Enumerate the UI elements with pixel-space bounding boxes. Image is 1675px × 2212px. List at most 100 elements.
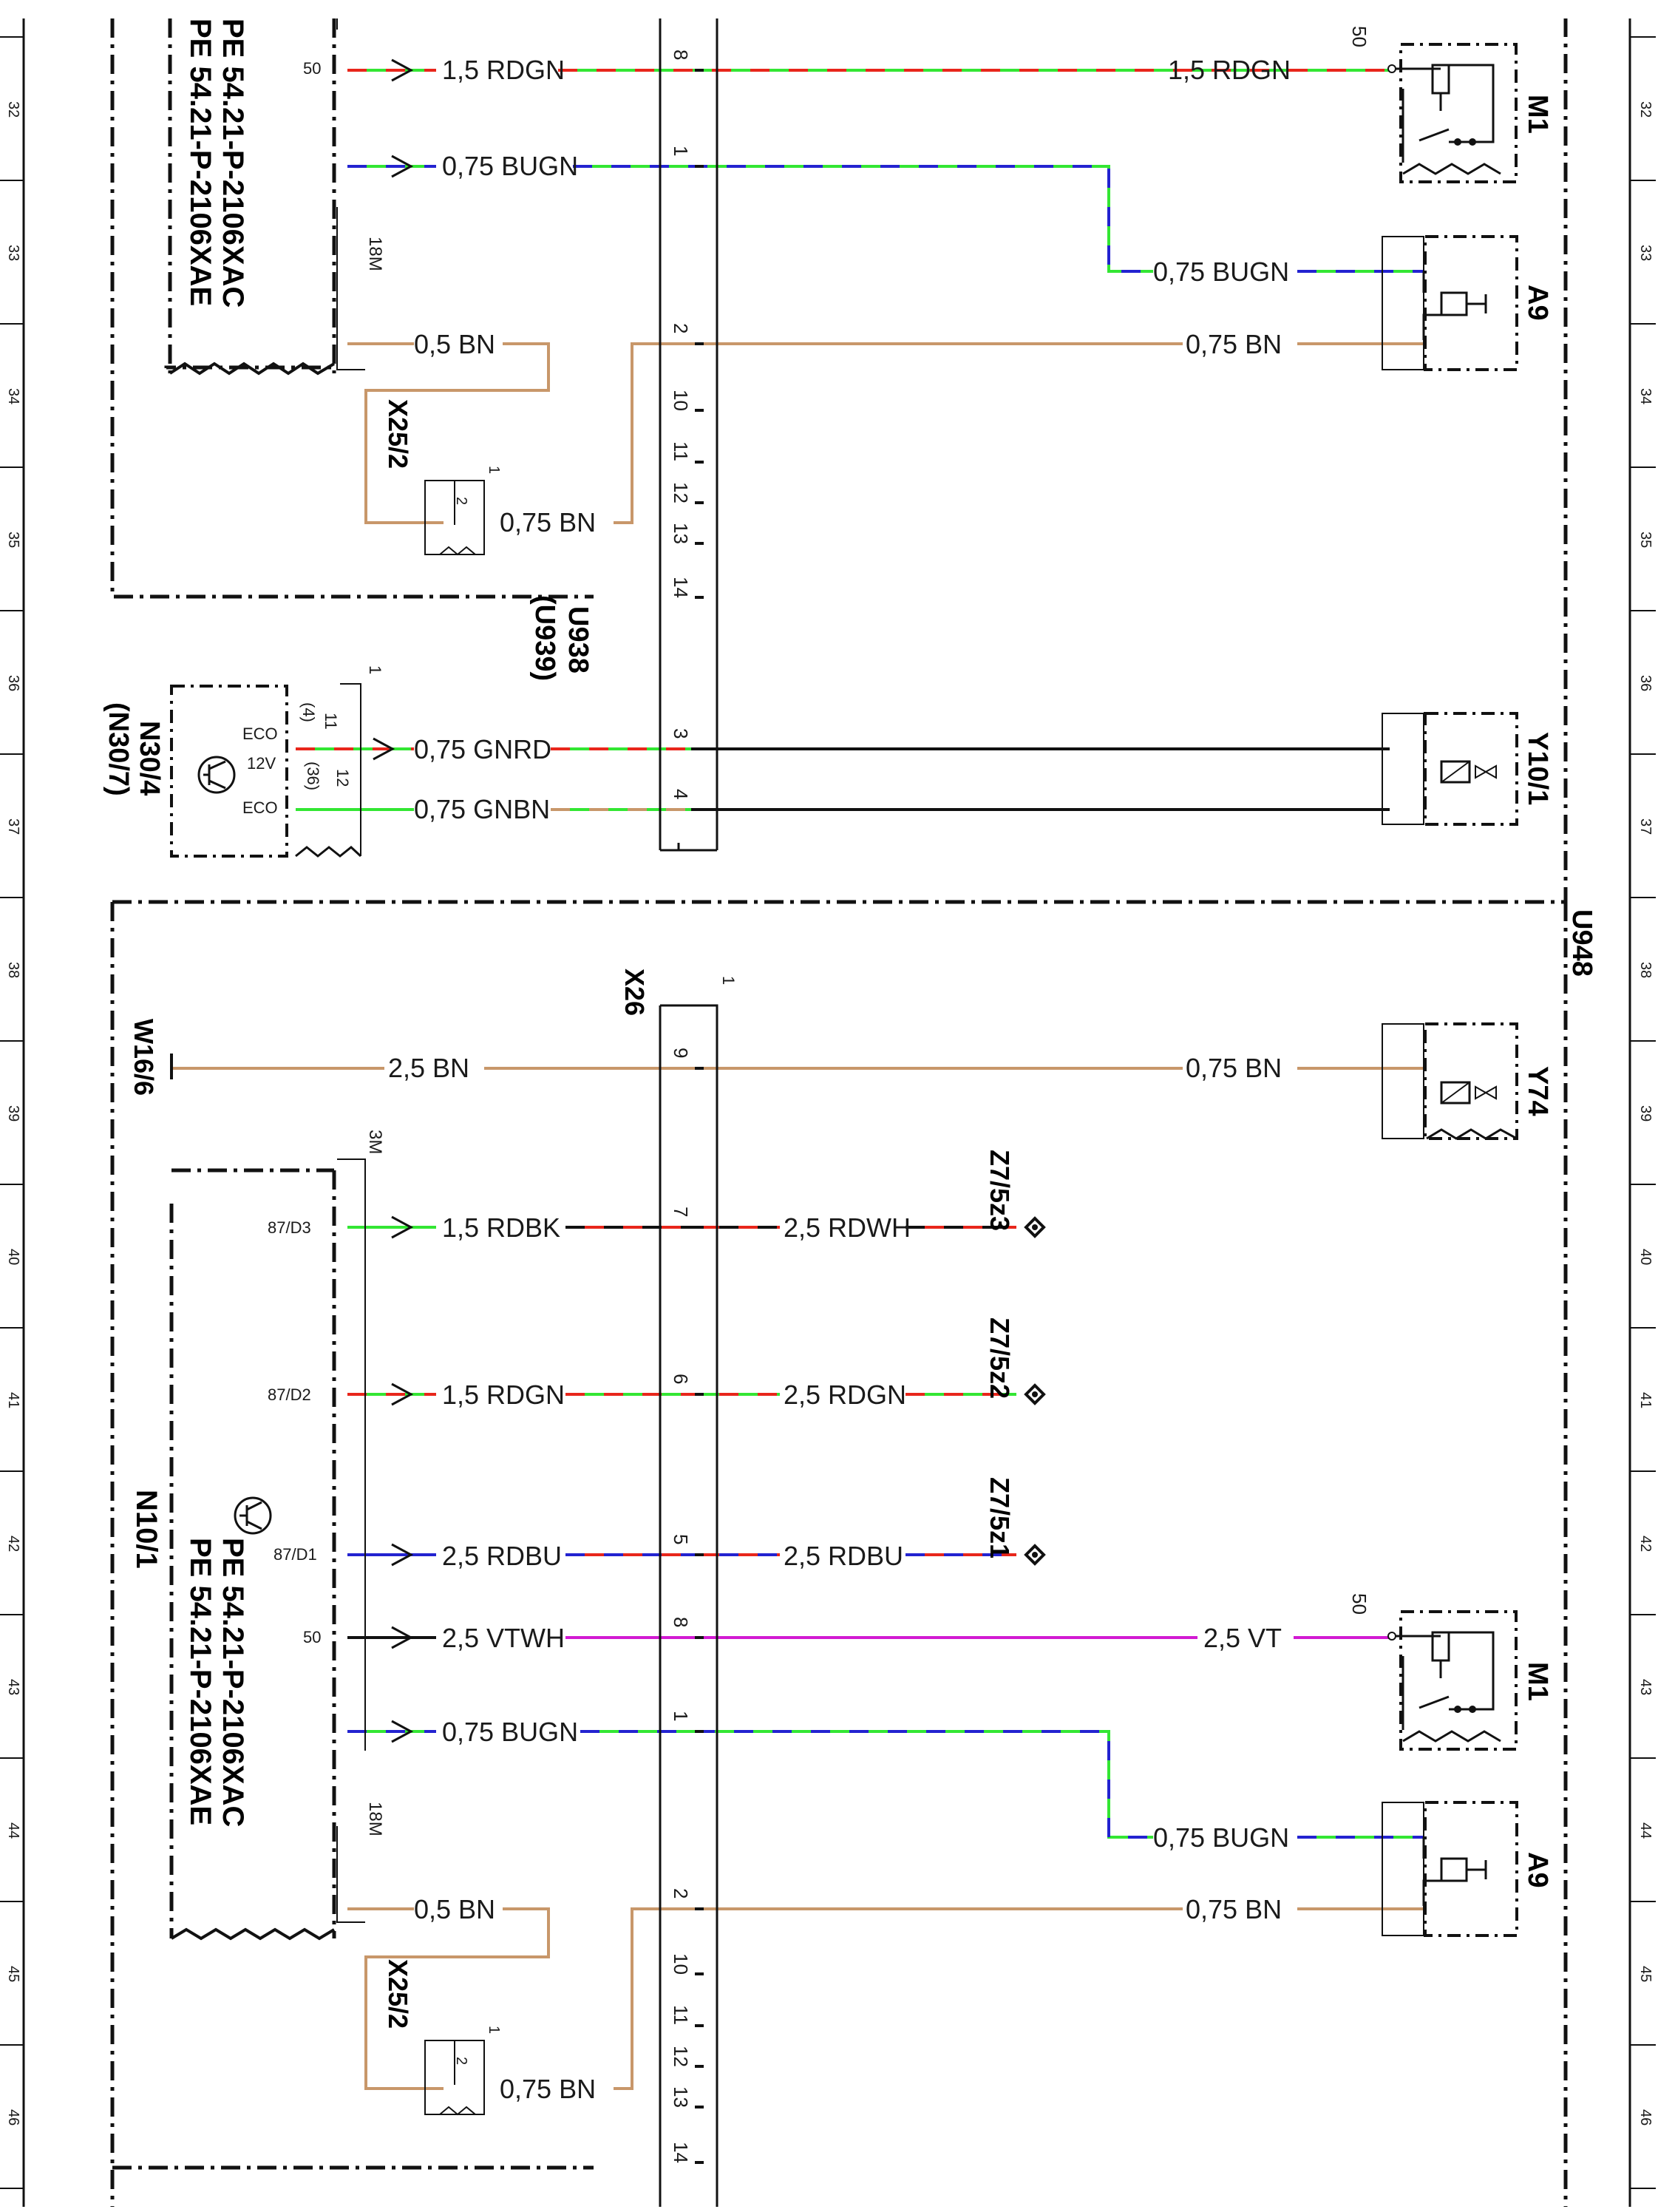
row-number-right: 42 xyxy=(1637,1536,1654,1552)
x26-pin-upper: 2 xyxy=(670,323,692,333)
row-number-left: 32 xyxy=(5,101,21,118)
n30-pin-4: (4) xyxy=(299,702,318,722)
component-a9-lower: A9 xyxy=(1382,1801,1553,1937)
wire-w14-a xyxy=(614,1907,1183,2090)
wire-4-left-label: 0,75 BN xyxy=(500,507,596,537)
row-number-left: 34 xyxy=(5,388,21,404)
x26-pin1-mark: 1 xyxy=(719,976,738,985)
row-number-left: 45 xyxy=(5,1966,21,1982)
x26-pin-lower: 9 xyxy=(670,1048,692,1058)
row-number-right: 33 xyxy=(1637,245,1654,261)
x25-2-pin1-upper: 1 xyxy=(486,466,502,474)
n30-pin-36: (36) xyxy=(304,761,322,790)
wire-5-label: 0,75 GNRD xyxy=(414,734,551,764)
x25-2-pin1-lower: 1 xyxy=(486,2026,502,2034)
wire-14-left-label: 0,75 BN xyxy=(500,2074,596,2104)
wire-w12-b-stripe xyxy=(580,1730,1153,1839)
wire-9-right-label: 2,5 RDGN xyxy=(784,1380,906,1410)
wire-10-right-label: 2,5 RDBU xyxy=(784,1541,903,1571)
x25-2-pin2-lower: 2 xyxy=(453,2057,469,2065)
x26-pin-lower: 11 xyxy=(670,2005,692,2025)
component-y10-1: Y10/1 xyxy=(1382,712,1553,826)
n10-ref-1: PE 54.21-P-2106XAC xyxy=(217,1538,249,1827)
m1-lower-pin50: 50 xyxy=(1348,1593,1370,1615)
x26-pin-upper: 10 xyxy=(670,390,692,411)
row-number-right: 45 xyxy=(1637,1966,1654,1982)
row-number-left: 43 xyxy=(5,1679,21,1695)
y10-1-label: Y10/1 xyxy=(1522,732,1553,805)
n30-eco-bottom: ECO xyxy=(242,798,278,817)
row-number-left: 39 xyxy=(5,1105,21,1122)
wire-13-label: 0,5 BN xyxy=(414,1894,495,1924)
row-number-right: 32 xyxy=(1637,101,1654,118)
wire-12-left-label: 0,75 BUGN xyxy=(442,1717,578,1747)
m1-upper-label: M1 xyxy=(1522,95,1553,134)
upper-ref-2: PE 54.21-P-2106XAE xyxy=(184,18,217,306)
splice-dot xyxy=(1032,1391,1038,1397)
row-number-right: 44 xyxy=(1637,1822,1654,1839)
z7-5z3-label: Z7/5z3 xyxy=(985,1150,1015,1231)
wire-7-left-label: 2,5 BN xyxy=(388,1053,469,1083)
wire-1-right-label: 1,5 RDGN xyxy=(1168,55,1291,85)
n30-12v: 12V xyxy=(247,754,276,773)
row-number-right: 46 xyxy=(1637,2109,1654,2126)
wire-w12-b xyxy=(580,1730,1153,1839)
x26-pin-lower: 7 xyxy=(670,1207,692,1217)
connector-x26-upper xyxy=(659,18,718,852)
terminal-arrow xyxy=(373,737,395,761)
x26-pin-upper: 14 xyxy=(670,577,692,598)
wire-1-left-label: 1,5 RDGN xyxy=(442,55,565,85)
x26-pin-lower: 5 xyxy=(670,1534,692,1544)
terminal-arrow xyxy=(391,1543,414,1567)
terminal-arrow xyxy=(391,1720,414,1743)
row-number-right: 43 xyxy=(1637,1679,1654,1695)
wire-labels: 1,5 RDGN 1,5 RDGN 0,75 BUGN 0,75 BUGN 0,… xyxy=(388,55,1291,2104)
u939-label: (U939) xyxy=(529,595,560,681)
m1-upper-pin50: 50 xyxy=(1348,26,1370,47)
x25-2-pin2-upper: 2 xyxy=(453,497,469,505)
row-number-right: 39 xyxy=(1637,1105,1654,1122)
x25-2-label-upper: X25/2 xyxy=(383,399,413,469)
terminal-arrow xyxy=(391,1215,414,1239)
row-number-left: 38 xyxy=(5,962,21,978)
row-number-right: 37 xyxy=(1637,818,1654,835)
x26-pin-lower: 2 xyxy=(670,1888,692,1899)
component-a9-upper: A9 xyxy=(1382,235,1553,371)
wire-12-right-label: 0,75 BUGN xyxy=(1153,1822,1289,1853)
n10-1-label: N10/1 xyxy=(130,1490,163,1569)
wire-w4-a xyxy=(614,342,1183,524)
wire-8-left-label: 1,5 RDBK xyxy=(442,1212,560,1243)
n10-18m: 18M xyxy=(365,1802,385,1836)
wire-4-right-label: 0,75 BN xyxy=(1186,329,1282,359)
component-y74: Y74 xyxy=(1382,1022,1553,1140)
x26-pin-upper: 13 xyxy=(670,523,692,544)
n30-conn-1: 1 xyxy=(366,665,384,674)
wire-2-left-label: 0,75 BUGN xyxy=(442,151,578,181)
wire-segments xyxy=(171,58,1424,2090)
terminal-arrow xyxy=(391,1382,414,1406)
wire-7-right-label: 0,75 BN xyxy=(1186,1053,1282,1083)
n10-1-module: N10/1 PE 54.21-P-2106XAC PE 54.21-P-2106… xyxy=(130,1130,385,1941)
row-number-right: 35 xyxy=(1637,532,1654,548)
wire-w13-b xyxy=(364,1907,550,2090)
component-m1-lower: 50 M1 xyxy=(1348,1593,1553,1751)
row-number-right: 38 xyxy=(1637,962,1654,978)
n30-4-module: ECO 12V ECO 11 (4) 12 (36) 1 N30/4 (N30/… xyxy=(103,665,384,858)
row-number-right: 41 xyxy=(1637,1392,1654,1408)
m1-lower-label: M1 xyxy=(1522,1662,1553,1701)
x26-pin-upper: 11 xyxy=(670,441,692,461)
n30-eco-top: ECO xyxy=(242,725,278,743)
upper-18m: 18M xyxy=(365,237,385,271)
x26-pin-upper: 8 xyxy=(670,50,692,60)
row-number-right: 34 xyxy=(1637,388,1654,404)
x25-2-label-lower: X25/2 xyxy=(383,1959,413,2029)
y74-label: Y74 xyxy=(1522,1066,1553,1116)
upper-control-unit: PE 54.21-P-2106XAC PE 54.21-P-2106XAE 50… xyxy=(168,18,385,376)
x26-pin-lower: 13 xyxy=(670,2086,692,2108)
upper-ref-1: PE 54.21-P-2106XAC xyxy=(217,18,249,308)
wire-w3-b xyxy=(364,342,550,524)
x26-pin-upper: 1 xyxy=(670,146,692,156)
